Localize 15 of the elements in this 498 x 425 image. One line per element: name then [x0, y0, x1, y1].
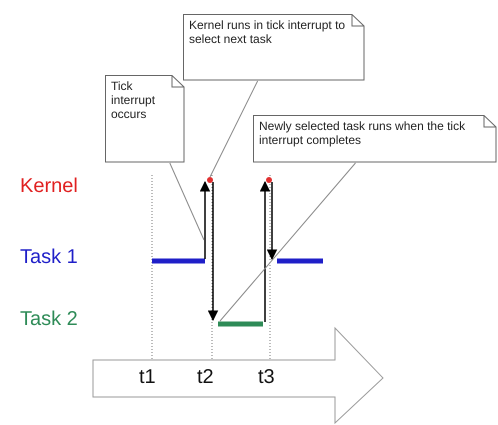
track-label: Kernel	[20, 175, 78, 198]
leader-line	[210, 80, 258, 178]
note-text: Tick interrupt occurs	[110, 78, 156, 123]
time-label: t1	[139, 366, 156, 389]
callout-note	[105, 75, 185, 163]
callout-note	[253, 115, 497, 163]
track-label: Task 2	[20, 308, 78, 331]
leader-line	[220, 162, 356, 322]
leader-line	[169, 162, 204, 240]
note-text: Newly selected task runs when the tick interrupt completes	[258, 118, 466, 149]
time-label: t3	[258, 366, 275, 389]
time-label: t2	[197, 366, 214, 389]
callout-note	[183, 14, 365, 81]
track-label: Task 1	[20, 246, 78, 269]
note-text: Kernel runs in tick interrupt to select next task	[188, 17, 346, 48]
